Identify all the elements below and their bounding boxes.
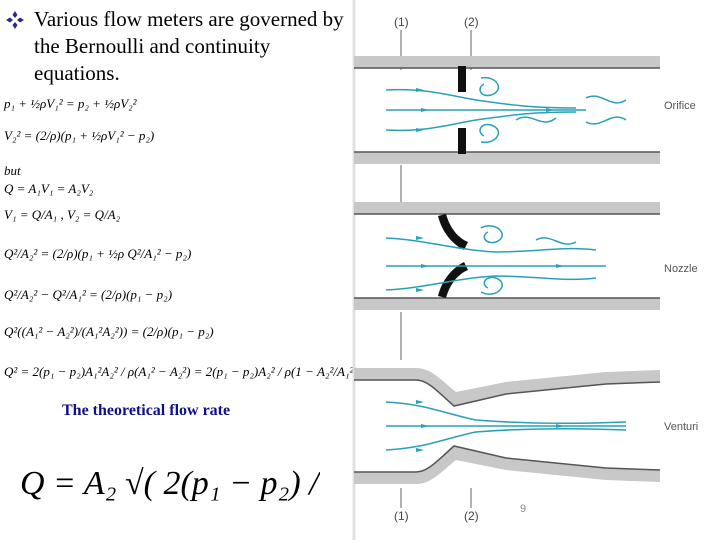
slide-number: 9	[520, 503, 527, 515]
but-label: but	[4, 163, 21, 178]
nozzle-label: Nozzle	[664, 263, 698, 275]
factored-equation: Q²((A₁² − A₂²)/(A₁²A₂²)) = (2/ρ)(p₁ − p₂…	[4, 324, 214, 339]
orifice-label: Orifice	[664, 100, 696, 112]
venturi-meter: Venturi	[354, 312, 698, 484]
bernoulli-equation: p₁ + ½ρV₁² = p₂ + ½ρV₂²	[4, 96, 137, 111]
rearranged-equation: Q²/A₂² − Q²/A₁² = (2/ρ)(p₁ − p₂)	[4, 287, 173, 302]
section-1-bottom-label: (1)	[394, 509, 409, 523]
velocity-equation: V₂² = (2/ρ)(p₁ + ½ρV₁² − p₂)	[4, 128, 155, 143]
solved-equation: Q² = 2(p₁ − p₂)A₁²A₂² / ρ(A₁² − A₂²) = 2…	[4, 364, 358, 379]
continuity-equation: Q = A₁V₁ = A₂V₂	[4, 181, 94, 196]
flow-meter-diagram: (1) (2)	[346, 0, 720, 540]
section-2-bottom-label: (2)	[464, 509, 479, 523]
bullet-text: Various flow meters are governed by the …	[34, 7, 344, 85]
velocity-definitions: V₁ = Q/A₁ , V₂ = Q/A₂	[4, 207, 121, 222]
substitution-equation: Q²/A₂² = (2/ρ)(p₁ + ½ρ Q²/A₁² − p₂)	[4, 246, 192, 261]
theoretical-flow-rate-equation: Q = A₂ √( 2(p₁ − p₂) / ρ[1 − (A₂/A₁)²] )	[20, 436, 554, 526]
orifice-meter: Orifice	[354, 56, 696, 164]
nozzle-meter: Nozzle	[354, 165, 698, 310]
final-equation-text: Q = A₂ √( 2(p₁ − p₂) / ρ[1 − (A₂/A₁)²] )	[20, 465, 320, 502]
diamond-bullet-icon	[6, 11, 24, 29]
theoretical-flow-rate-heading: The theoretical flow rate	[62, 402, 231, 419]
section-1-top-label: (1)	[394, 15, 409, 29]
venturi-label: Venturi	[664, 421, 698, 433]
section-2-top-label: (2)	[464, 15, 479, 29]
